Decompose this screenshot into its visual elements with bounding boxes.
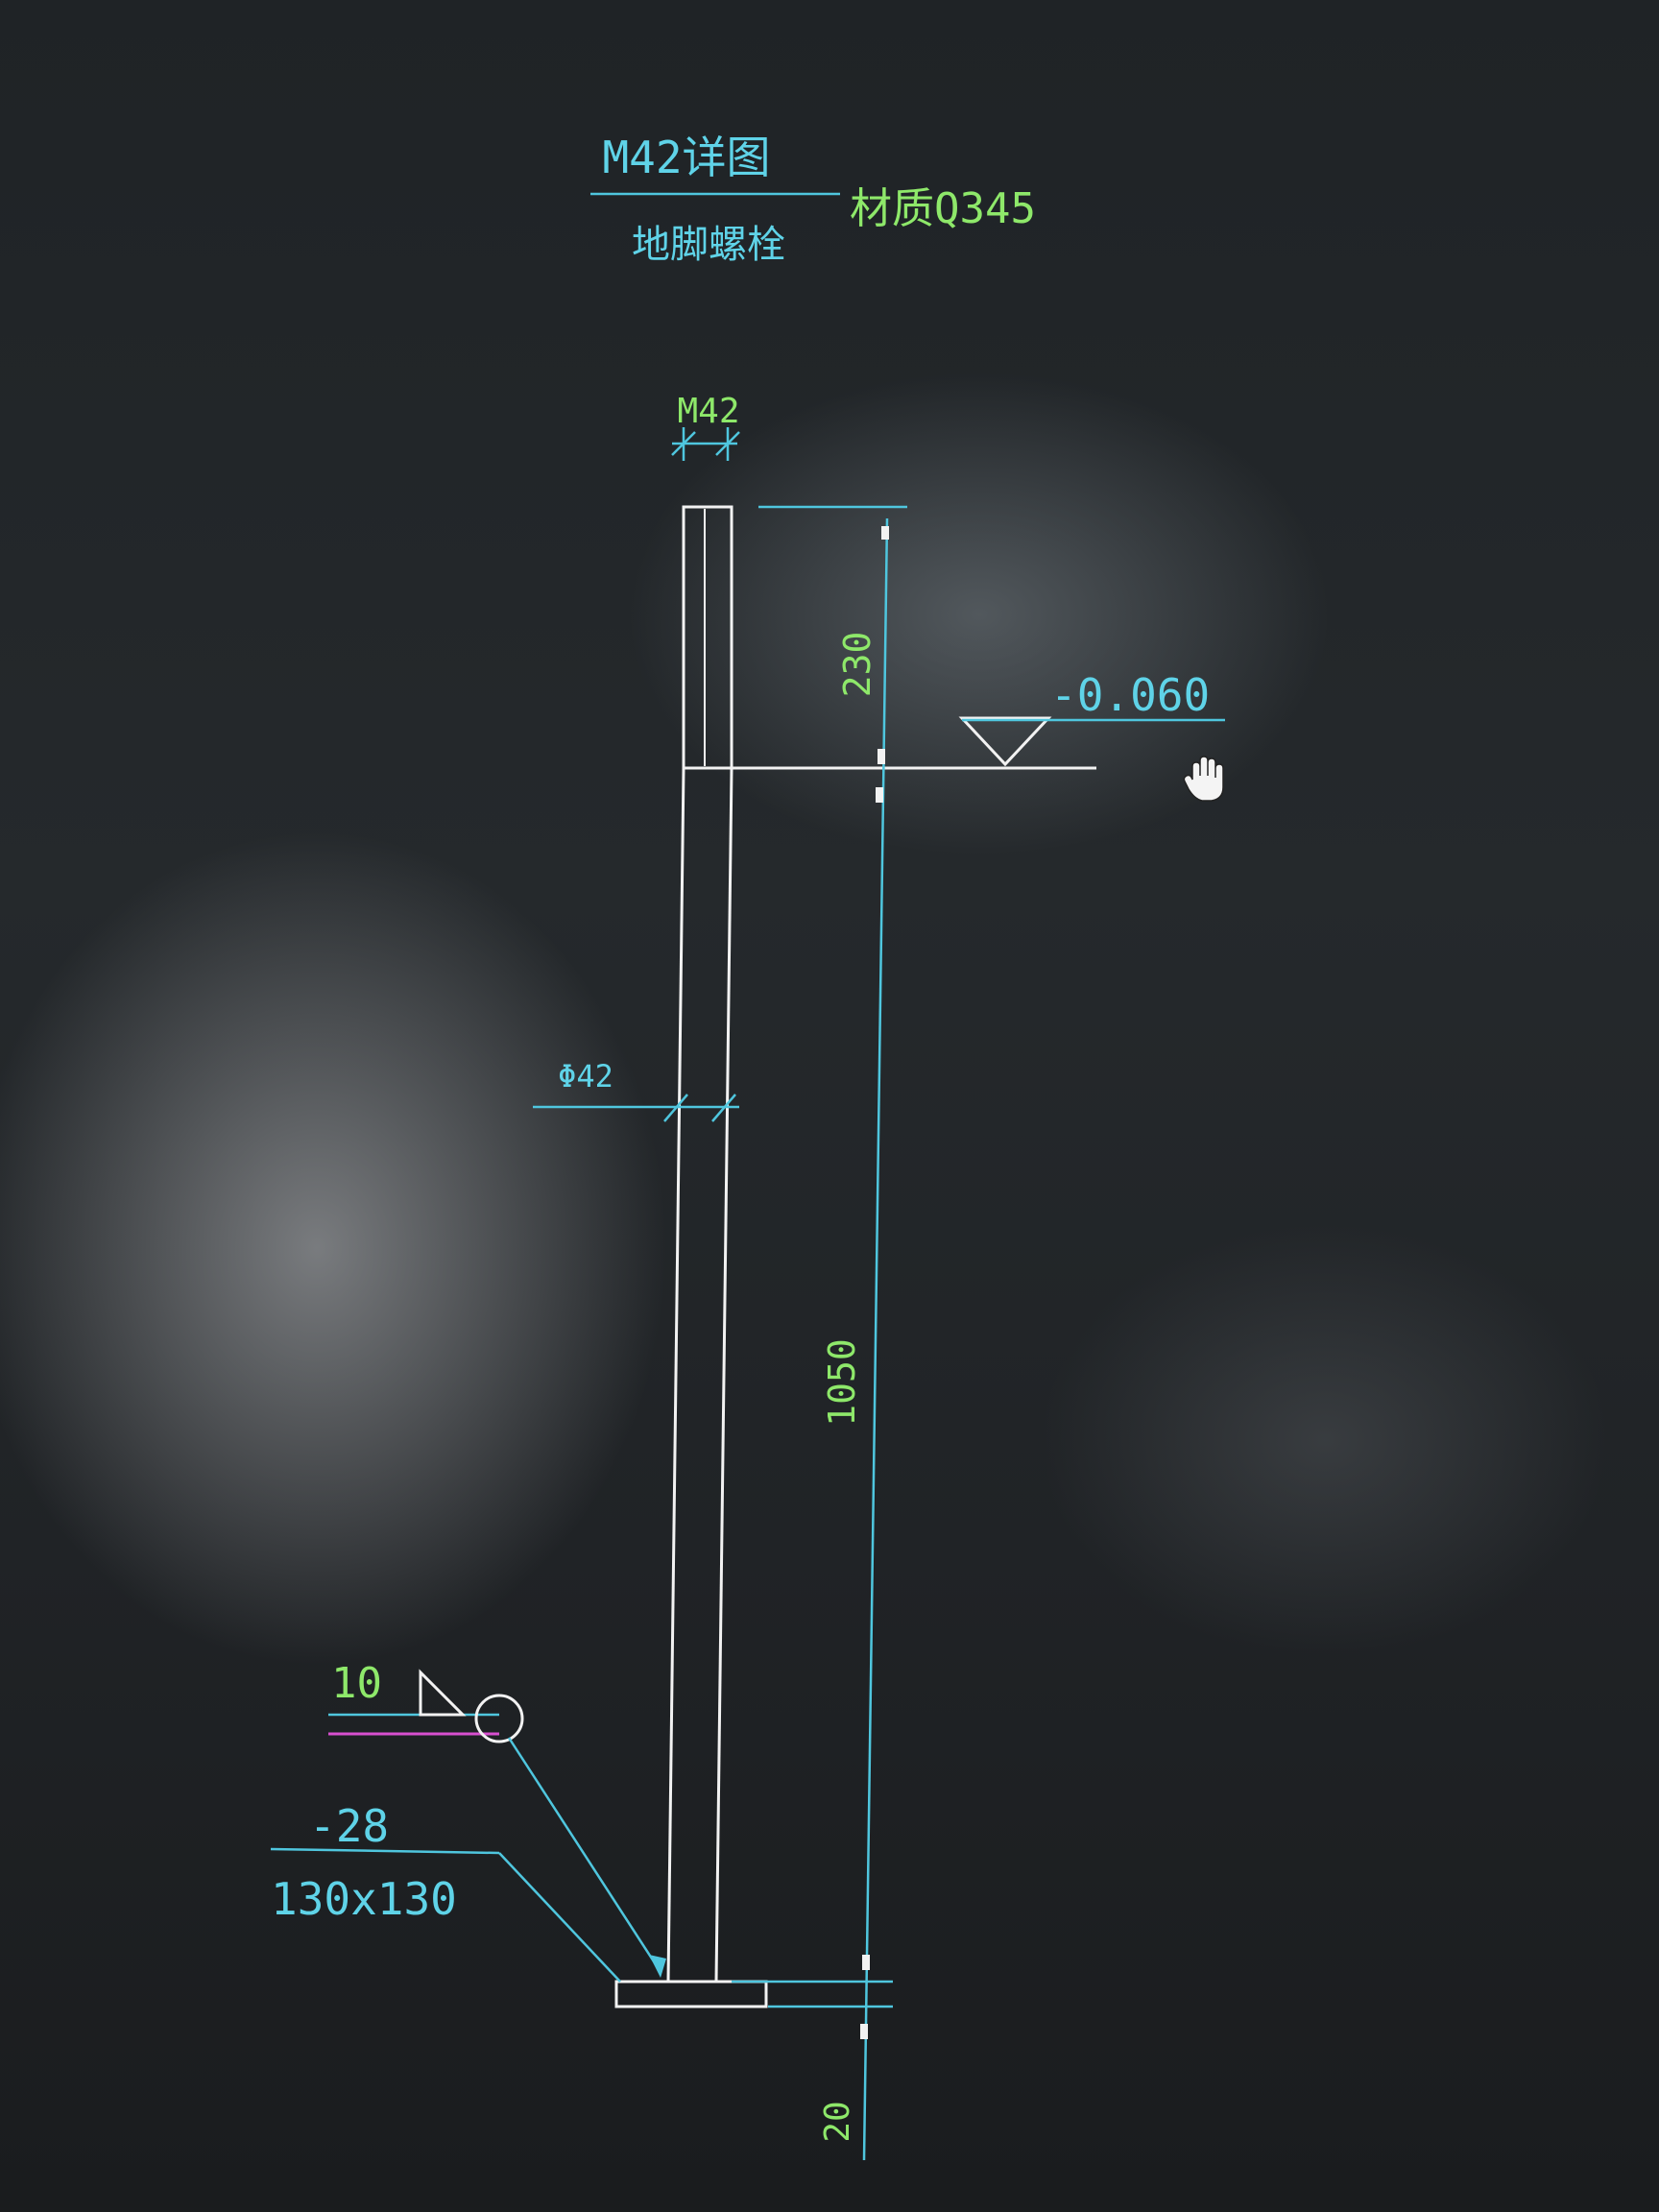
dim-tick [876, 787, 883, 803]
dim-1050-label: 1050 [821, 1338, 863, 1427]
tick-mark [663, 1094, 688, 1122]
material-label: 材质Q345 [850, 184, 1036, 233]
plate-callout-leader [498, 1852, 621, 1983]
bolt-body [614, 505, 768, 2008]
elevation-triangle-icon [958, 716, 1052, 767]
diameter-annotation: Φ42 [533, 1058, 739, 1122]
shaft-left-edge [666, 767, 685, 1983]
plate-thickness-label: -28 [309, 1800, 389, 1852]
tick-mark [671, 431, 696, 456]
weld-symbol: 10 [328, 1659, 666, 1978]
detail-subtitle: 地脚螺栓 [632, 223, 785, 267]
vertical-dimension-chain: 230 1050 20 [732, 505, 907, 2161]
title-block: M42详图 地脚螺栓 材质Q345 [590, 132, 1036, 267]
tick-mark [711, 1094, 736, 1122]
dim-230-label: 230 [836, 632, 878, 698]
dim-tick [878, 749, 885, 764]
detail-title: M42详图 [602, 132, 770, 183]
dim-line-vertical [862, 517, 889, 2161]
weld-all-around-circle-icon [474, 1694, 524, 1743]
dim-tick [860, 2024, 868, 2039]
bolt-size-label: M42 [677, 392, 739, 431]
elevation-marker: -0.060 [684, 669, 1225, 770]
weld-size-label: 10 [331, 1659, 382, 1708]
tick-mark [715, 431, 740, 456]
dim-tick [881, 526, 889, 540]
shaft-right-edge [714, 767, 733, 1983]
dim-20-label: 20 [818, 2101, 857, 2142]
fillet-weld-triangle-icon [419, 1669, 467, 1717]
plate-size-label: 130x130 [271, 1873, 457, 1925]
anchor-plate [614, 1980, 768, 2008]
elevation-label: -0.060 [1050, 669, 1210, 721]
plate-callout-line [270, 1847, 500, 1855]
arrow-head-icon [649, 1955, 666, 1978]
plate-callout: -28 130x130 [270, 1800, 621, 1983]
diameter-label: Φ42 [558, 1058, 613, 1094]
hand-pan-cursor-icon [1183, 756, 1224, 802]
dim-tick [862, 1955, 870, 1970]
bolt-size-dimension: M42 [671, 392, 740, 461]
threaded-section [682, 505, 733, 770]
weld-arrow-leader [507, 1737, 662, 1973]
